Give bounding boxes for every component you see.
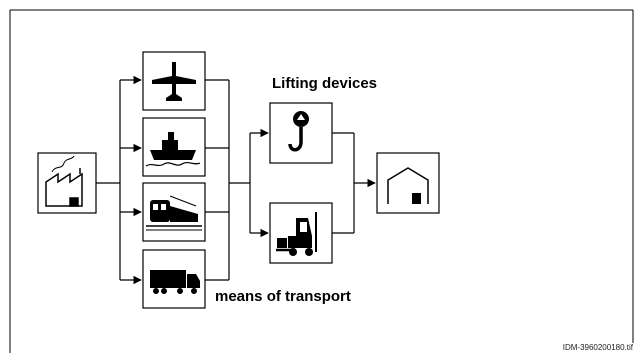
image-id-caption: IDM-3960200180.tif <box>562 343 633 352</box>
forklift-icon <box>276 212 317 256</box>
factory-icon <box>45 155 83 207</box>
ship-node <box>142 117 206 177</box>
warehouse-icon <box>387 167 429 204</box>
means-of-transport-label: means of transport <box>215 288 351 305</box>
crane-hook-node <box>269 102 333 164</box>
warehouse-node <box>376 152 440 214</box>
lifting-devices-label: Lifting devices <box>272 75 378 92</box>
truck-icon <box>150 270 200 294</box>
crane-hook-icon <box>288 111 309 152</box>
airplane-icon <box>152 62 196 101</box>
train-icon <box>146 195 202 231</box>
airplane-node <box>142 51 206 111</box>
forklift-node <box>269 202 333 264</box>
factory-node <box>37 152 97 214</box>
truck-node <box>142 249 206 309</box>
train-node <box>142 182 206 242</box>
ship-icon <box>145 132 201 167</box>
